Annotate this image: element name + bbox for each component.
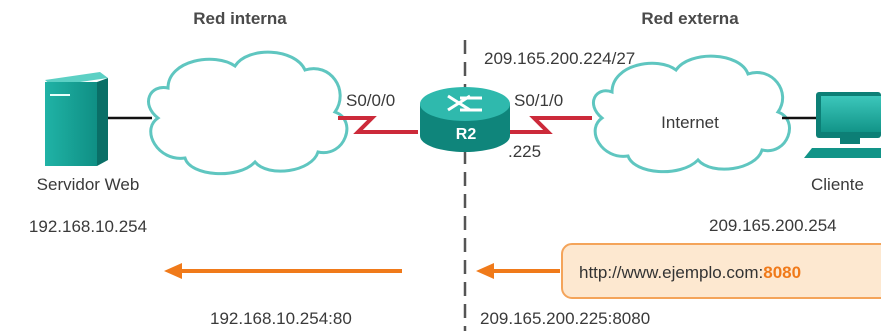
- inside-address-label: 192.168.10.254:80: [210, 309, 352, 328]
- client-label: Cliente: [811, 175, 864, 194]
- internal-network-title: Red interna: [193, 9, 287, 28]
- outside-address-label: 209.165.200.225:8080: [480, 309, 650, 328]
- serial-link-left: [338, 116, 418, 134]
- request-url: http://www.ejemplo.com:8080: [579, 263, 801, 282]
- external-network-title: Red externa: [641, 9, 739, 28]
- outside-request-arrow: [476, 263, 560, 279]
- serial-link-right: [510, 116, 592, 134]
- web-server-label: Servidor Web: [37, 175, 140, 194]
- internal-cloud: [147, 50, 349, 176]
- interface-s010-label: S0/1/0: [514, 91, 563, 110]
- internet-cloud: [591, 54, 791, 174]
- client-pc-icon: [804, 92, 881, 158]
- public-network-label: 209.165.200.224/27: [484, 49, 635, 68]
- router-host-octet-label: .225: [508, 142, 541, 161]
- translated-request-arrow: [164, 263, 402, 279]
- router-name-label: R2: [456, 126, 477, 143]
- internet-label: Internet: [661, 113, 719, 132]
- web-server-icon: [45, 72, 108, 166]
- request-url-text: http://www.ejemplo.com:: [579, 263, 763, 282]
- client-ip: 209.165.200.254: [709, 216, 837, 235]
- request-url-port: 8080: [763, 263, 801, 282]
- request-url-box: [561, 243, 881, 299]
- web-server-ip: 192.168.10.254: [29, 217, 147, 236]
- interface-s000-label: S0/0/0: [346, 91, 395, 110]
- router-icon: [420, 87, 510, 152]
